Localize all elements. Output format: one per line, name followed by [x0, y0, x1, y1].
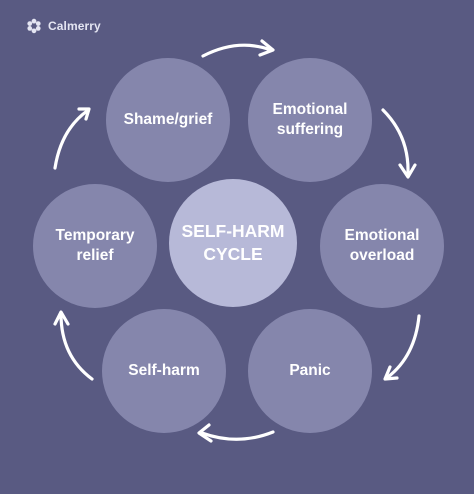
arrow-upper-left [53, 107, 91, 170]
stage-shame-grief: Shame/grief [106, 58, 230, 182]
arrow-lower-right [383, 314, 421, 381]
brand-name: Calmerry [48, 19, 101, 33]
stage-label: Shame/grief [123, 111, 213, 128]
arrow-upper-right [381, 108, 417, 179]
arrow-bottom [197, 423, 275, 443]
arrow-top [201, 39, 275, 58]
stage-panic: Panic [248, 309, 372, 433]
flower-logo-icon [27, 18, 41, 34]
stage-self-harm: Self-harm [102, 309, 226, 433]
stage-label: Emotional suffering [272, 101, 348, 138]
arrow-lower-left [53, 310, 94, 381]
stage-emotional-overload: Emotional overload [320, 184, 444, 308]
stage-label: Self-harm [128, 362, 200, 379]
brand-logo[interactable]: Calmerry [26, 16, 101, 36]
stage-label: Emotional overload [344, 227, 420, 264]
stage-emotional-suffering: Emotional suffering [248, 58, 372, 182]
stage-label: Panic [289, 362, 331, 379]
center-label: SELF-HARM CYCLE [181, 221, 285, 264]
center-circle: SELF-HARM CYCLE [169, 179, 297, 307]
stage-label: Temporary relief [55, 227, 135, 264]
stage-temporary-relief: Temporary relief [33, 184, 157, 308]
